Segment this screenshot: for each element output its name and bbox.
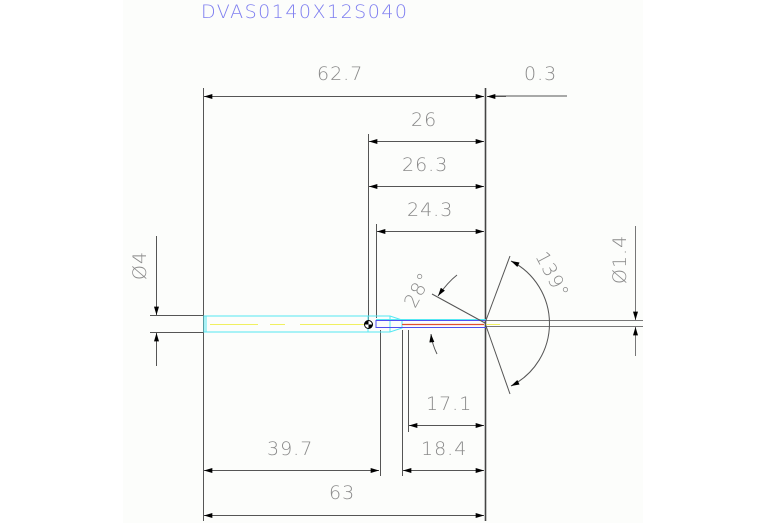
dim-26: 26 [411, 109, 437, 131]
drawing-panel [123, 0, 643, 523]
dim-diameter-1-4: Ø1.4 [609, 235, 631, 284]
dim-diameter-4: Ø4 [129, 251, 151, 280]
top-dimensions [203, 94, 506, 234]
extension-lines [203, 88, 567, 521]
dim-18-4: 18.4 [421, 438, 467, 460]
angle-28-label: 28° [400, 269, 437, 312]
angle-139-label: 139° [531, 248, 574, 302]
dim-63: 63 [329, 482, 355, 504]
bottom-dimensions [203, 423, 484, 518]
shank-diameter-dim [150, 236, 203, 366]
dim-24-3: 24.3 [407, 199, 453, 221]
tool-body [203, 315, 500, 333]
dim-0-3: 0.3 [524, 63, 557, 85]
angle-28-dim [429, 274, 486, 355]
dim-39-7: 39.7 [267, 438, 313, 460]
dim-17-1: 17.1 [426, 393, 472, 415]
drawing-title: DVAS0140X12S040 [201, 1, 409, 23]
dim-26-3: 26.3 [402, 154, 448, 176]
angle-139-dim [484, 255, 550, 395]
dim-62-7: 62.7 [317, 63, 363, 85]
